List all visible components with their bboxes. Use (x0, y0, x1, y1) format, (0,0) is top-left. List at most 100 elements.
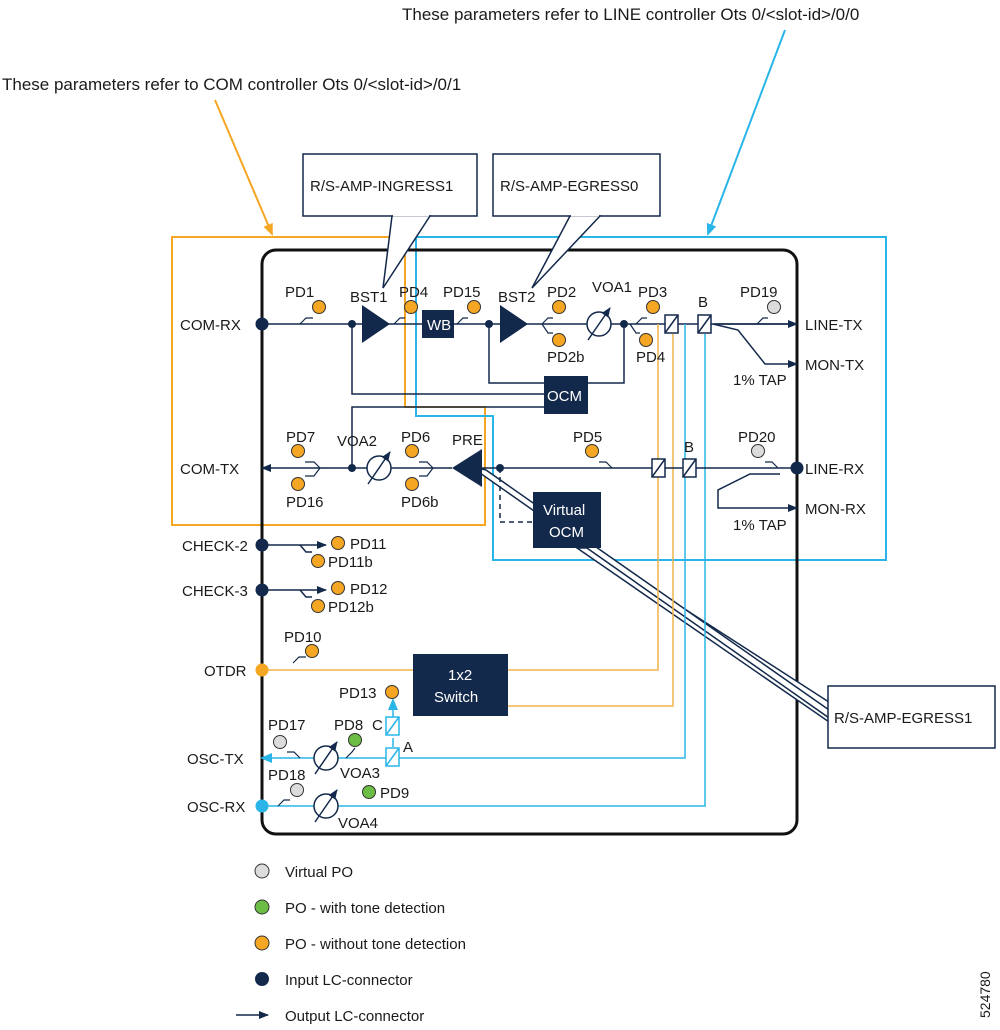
legend-po-tone-label: PO - with tone detection (285, 900, 445, 917)
pd10-tap (292, 656, 306, 664)
check3-connector (255, 583, 269, 597)
pd10-photodiode (305, 644, 319, 658)
legend-input-lc-label: Input LC-connector (285, 972, 413, 989)
voa3-attenuator (313, 741, 339, 775)
ocm-label: OCM (547, 388, 582, 405)
virtual-ocm-label-2: OCM (549, 524, 584, 541)
pd6b-label: PD6b (401, 494, 439, 511)
pre-label: PRE (452, 432, 483, 449)
check2-label: CHECK-2 (182, 538, 248, 555)
tap-rx-label: 1% TAP (733, 517, 787, 534)
line-controller-annotation: These parameters refer to LINE controlle… (402, 5, 859, 24)
legend-po-no-tone-label: PO - without tone detection (285, 936, 466, 953)
pd12b-label: PD12b (328, 599, 374, 616)
legend-virtual-po-label: Virtual PO (285, 864, 353, 881)
pd11-label: PD11 (350, 536, 386, 553)
voa1-label: VOA1 (592, 279, 632, 296)
otdr-label: OTDR (204, 663, 247, 680)
bst2-label: BST2 (498, 289, 536, 306)
switch-label-2: Switch (434, 689, 478, 706)
filter-b-tx-label: B (698, 294, 708, 311)
check3-label: CHECK-3 (182, 583, 248, 600)
pd13-label: PD13 (339, 685, 377, 702)
legend-input-lc-swatch (255, 972, 269, 986)
pd9-label: PD9 (380, 785, 409, 802)
rx-photodiode-taps (305, 461, 779, 477)
pd10-label: PD10 (284, 629, 322, 646)
osc-photodiode-taps (277, 747, 356, 807)
rx-photodiodes (291, 444, 765, 491)
osc-rx-connector (255, 799, 269, 813)
pd20-label: PD20 (738, 429, 776, 446)
pd11b-label: PD11b (328, 554, 373, 571)
check-photodiodes (311, 536, 345, 613)
rx-path (261, 406, 798, 523)
pd1-label: PD1 (285, 284, 314, 301)
osc-photodiodes (273, 685, 399, 799)
pd5-label: PD5 (573, 429, 602, 446)
callout-ingress1-label: R/S-AMP-INGRESS1 (310, 178, 453, 195)
pre-amplifier (452, 449, 482, 487)
bst1-amplifier (362, 305, 390, 343)
pd12-label: PD12 (350, 581, 388, 598)
check2-connector (255, 538, 269, 552)
com-controller-region (171, 236, 486, 526)
line-rx-connector (790, 461, 804, 475)
line-rx-label: LINE-RX (805, 461, 864, 478)
virtual-ocm-label-1: Virtual (543, 502, 585, 519)
pd4a-label: PD4 (399, 284, 428, 301)
line-controller-region (415, 236, 887, 561)
filter-c-label: C (372, 717, 383, 734)
wb-block (422, 310, 454, 338)
com-rx-label: COM-RX (180, 317, 241, 334)
callout-egress1-label: R/S-AMP-EGRESS1 (834, 710, 972, 727)
tx-photodiode-taps (299, 317, 768, 334)
voa4-attenuator (313, 789, 339, 823)
line-annotation-arrow (706, 29, 786, 236)
callout-egress0-label: R/S-AMP-EGRESS0 (500, 178, 638, 195)
pd18-label: PD18 (268, 767, 306, 784)
osc-rx-label: OSC-RX (187, 799, 245, 816)
pd3-label: PD3 (638, 284, 667, 301)
voa2-label: VOA2 (337, 433, 377, 450)
tx-path (262, 320, 798, 395)
voa4-label: VOA4 (338, 815, 378, 832)
pd4b-label: PD4 (636, 349, 665, 366)
pd2-label: PD2 (547, 284, 576, 301)
com-controller-annotation: These parameters refer to COM controller… (2, 75, 461, 94)
ocm-block (544, 376, 588, 414)
tx-filters (664, 314, 712, 334)
pd15-label: PD15 (443, 284, 481, 301)
legend-po-tone-swatch (254, 899, 270, 915)
check-paths (262, 541, 327, 598)
tx-photodiodes (312, 300, 781, 347)
bst2-amplifier (500, 305, 528, 343)
legend-output-lc-label: Output LC-connector (285, 1008, 424, 1025)
pd6-label: PD6 (401, 429, 430, 446)
com-rx-connector (255, 317, 269, 331)
tap-tx-label: 1% TAP (733, 372, 787, 389)
pd16-label: PD16 (286, 494, 324, 511)
legend: Virtual PO PO - with tone detection PO -… (236, 863, 466, 1025)
wb-label: WB (427, 317, 451, 334)
com-tx-label: COM-TX (180, 461, 239, 478)
callout-ingress1: R/S-AMP-INGRESS1 (302, 153, 478, 289)
line-tx-label: LINE-TX (805, 317, 863, 334)
figure-number: 524780 (977, 971, 993, 1018)
pd17-label: PD17 (268, 717, 306, 734)
virtual-ocm-block (533, 492, 601, 548)
otdr-path (262, 324, 674, 707)
switch-block (413, 654, 508, 716)
pd19-label: PD19 (740, 284, 778, 301)
pd8-label: PD8 (334, 717, 363, 734)
pd7-label: PD7 (286, 429, 315, 446)
bst1-label: BST1 (350, 289, 388, 306)
voa1-attenuator (586, 307, 612, 341)
rx-filters (651, 458, 697, 478)
voa2-attenuator (366, 451, 392, 485)
otdr-connector (255, 663, 269, 677)
switch-label-1: 1x2 (448, 667, 472, 684)
mon-rx-label: MON-RX (805, 501, 866, 518)
legend-po-no-tone-swatch (254, 935, 270, 951)
